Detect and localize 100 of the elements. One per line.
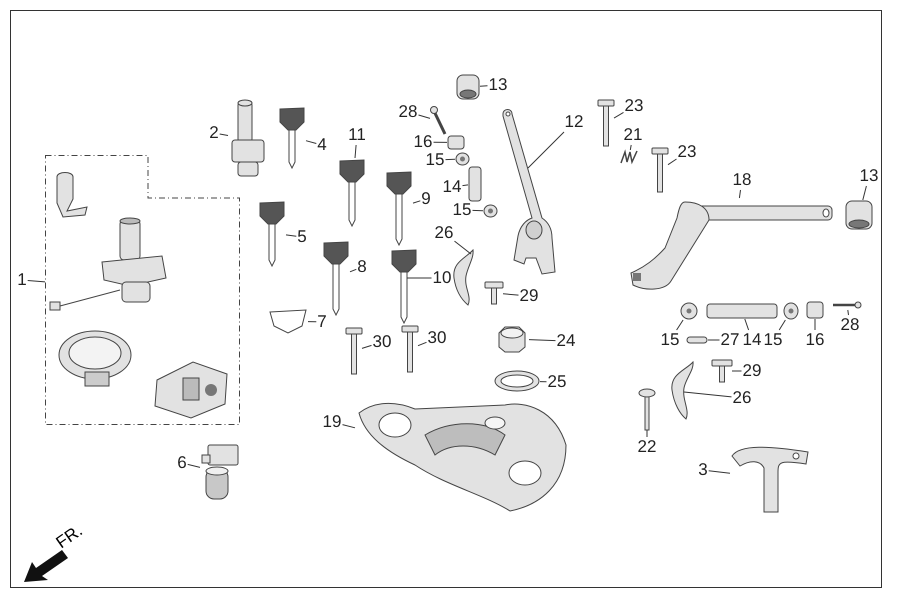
callout-number: 27 — [720, 331, 740, 349]
clip-drawing — [806, 301, 824, 319]
callout-number: 8 — [357, 258, 367, 276]
callout-number: 22 — [638, 438, 656, 456]
callout-number: 1 — [17, 271, 27, 289]
callout-number: 25 — [548, 373, 566, 391]
callout-number: 15 — [426, 151, 444, 169]
bolt-drawing — [598, 100, 614, 146]
leader-line — [342, 424, 356, 428]
bushing-drawing — [456, 74, 480, 100]
leader-line — [472, 210, 484, 212]
kit-outline — [45, 155, 240, 425]
bolt-drawing — [402, 326, 418, 372]
leader-line — [630, 144, 632, 150]
callout-number: 30 — [372, 333, 392, 351]
leader-line — [418, 114, 430, 119]
callout-number: 14 — [442, 178, 462, 196]
callout-number: 13 — [860, 167, 878, 185]
leader-line — [528, 132, 564, 168]
bolt-drawing — [652, 148, 668, 192]
key-drawing — [338, 158, 366, 226]
callout-number: 2 — [209, 124, 219, 142]
nut-drawing — [783, 302, 799, 320]
leader-line — [847, 310, 849, 316]
key-drawing — [385, 170, 413, 245]
rod-drawing — [430, 106, 448, 136]
callout-number: 18 — [732, 171, 752, 189]
direction-label: FR. — [52, 520, 86, 553]
leader-line — [433, 142, 448, 143]
callout-number: 29 — [742, 362, 762, 380]
clip-drawing — [447, 135, 465, 150]
leader-line — [708, 470, 730, 474]
leader-line — [684, 392, 732, 398]
leader-line — [528, 339, 556, 342]
nut-drawing — [483, 204, 498, 218]
callout-number: 15 — [452, 201, 472, 219]
callout-number: 29 — [520, 287, 538, 305]
leader-line — [350, 268, 357, 272]
callout-number: 9 — [421, 190, 431, 208]
bolt-drawing — [346, 328, 362, 374]
leader-line — [676, 320, 684, 330]
bolt-drawing — [712, 360, 732, 382]
screw-drawing — [638, 388, 656, 430]
callout-number: 23 — [624, 97, 644, 115]
leader-line — [219, 134, 228, 136]
callout-number: 14 — [742, 331, 762, 349]
steering-arm-drawing — [500, 108, 558, 276]
leader-line — [668, 158, 677, 166]
callout-number: 12 — [564, 113, 584, 131]
leader-line — [412, 200, 421, 204]
leader-line — [744, 318, 750, 330]
nut-drawing — [455, 152, 470, 166]
callout-number: 10 — [432, 269, 452, 287]
callout-number: 21 — [624, 126, 642, 144]
callout-number: 11 — [348, 126, 366, 144]
callout-number: 3 — [698, 461, 708, 479]
leader-line — [354, 144, 357, 158]
leader-line — [306, 140, 317, 144]
leader-line — [814, 318, 816, 330]
leader-line — [778, 320, 786, 330]
callout-number: 16 — [806, 331, 824, 349]
key-drawing — [278, 106, 306, 168]
leader-line — [308, 321, 317, 322]
washer-drawing — [494, 370, 540, 392]
leader-line — [614, 112, 624, 119]
rod-drawing — [706, 303, 778, 319]
callout-number: 7 — [317, 313, 327, 331]
leader-line — [418, 342, 427, 346]
key-drawing — [322, 240, 350, 315]
leader-line — [27, 280, 46, 282]
badge-drawing — [268, 308, 308, 334]
leader-line — [738, 190, 741, 198]
callout-number: 28 — [398, 103, 418, 121]
callout-number: 6 — [177, 454, 187, 472]
bushing-drawing — [845, 200, 873, 230]
key-drawing — [390, 248, 418, 323]
callout-number: 15 — [764, 331, 782, 349]
leader-line — [732, 370, 742, 372]
leader-line — [362, 344, 372, 349]
callout-number: 16 — [414, 133, 432, 151]
leader-line — [480, 85, 488, 87]
spring-drawing — [620, 150, 638, 164]
callout-number: 30 — [428, 329, 446, 347]
leader-line — [862, 186, 867, 200]
callout-number: 15 — [660, 331, 680, 349]
key-drawing — [258, 200, 286, 266]
pin-drawing — [686, 336, 708, 344]
callout-number: 28 — [840, 316, 860, 334]
callout-number: 5 — [297, 228, 307, 246]
nut-drawing — [680, 302, 698, 320]
callout-number: 23 — [678, 143, 696, 161]
leader-line — [502, 293, 519, 296]
pin-drawing — [468, 166, 482, 202]
bolt-drawing — [485, 282, 503, 304]
leader-line — [187, 464, 200, 468]
rod-drawing — [832, 300, 862, 310]
leader-line — [445, 158, 456, 160]
callout-number: 24 — [556, 332, 576, 350]
callout-number: 26 — [732, 389, 752, 407]
leader-line — [540, 381, 547, 382]
